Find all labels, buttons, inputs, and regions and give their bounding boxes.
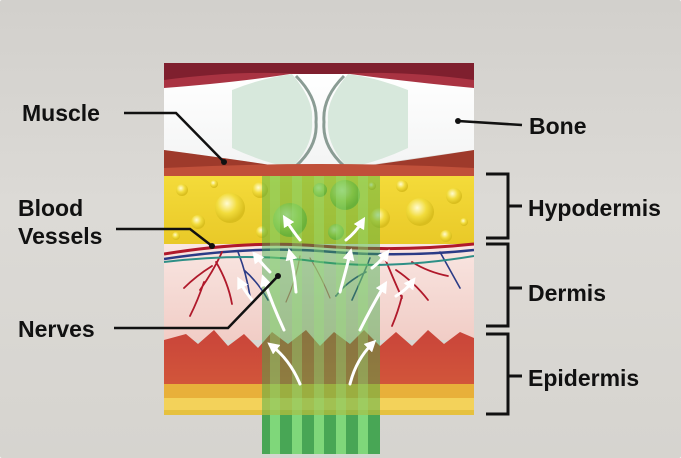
epidermis-bracket (486, 334, 522, 414)
label-hypodermis: Hypodermis (528, 194, 661, 222)
label-bone: Bone (529, 112, 587, 140)
layer-brackets (486, 174, 522, 414)
label-nerves: Nerves (18, 315, 95, 343)
label-vessels: Vessels (18, 222, 102, 250)
label-dermis: Dermis (528, 279, 606, 307)
label-epidermis: Epidermis (528, 364, 639, 392)
label-blood: Blood (18, 194, 83, 222)
bone-layer (164, 74, 474, 168)
light-beams-below (262, 414, 380, 454)
dermis-bracket (486, 244, 522, 326)
hypodermis-bracket (486, 174, 522, 238)
label-muscle: Muscle (22, 99, 100, 127)
